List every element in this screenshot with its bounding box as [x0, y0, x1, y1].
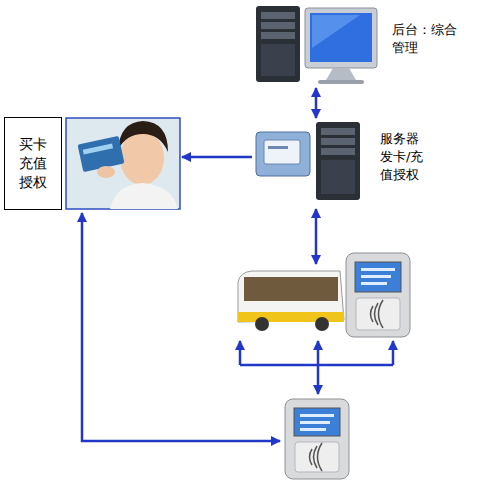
tower-panel	[261, 44, 295, 76]
monitor-stand	[326, 68, 356, 80]
monitor-base	[318, 80, 364, 84]
server-node: 服务器发卡/充 值授权	[252, 118, 467, 204]
card-area	[356, 298, 400, 330]
card-terminal	[346, 253, 410, 337]
text-box: 买卡 充值 授权	[4, 117, 62, 210]
double-arrow	[315, 209, 318, 264]
screen-glare	[312, 15, 360, 48]
screen-line	[361, 268, 395, 271]
contactless-symbol	[310, 443, 323, 471]
shirt	[110, 183, 178, 209]
card	[78, 136, 125, 172]
photo-background	[67, 119, 179, 208]
drive-bay	[321, 138, 355, 145]
hand	[97, 166, 115, 178]
terminal-screen	[355, 262, 401, 292]
monitor	[305, 8, 377, 84]
drive-bay	[321, 148, 355, 155]
arrow	[392, 341, 395, 365]
reader-card	[264, 140, 300, 164]
connector-arrow	[315, 88, 318, 118]
drive-bay	[261, 12, 295, 19]
wires	[82, 209, 393, 441]
contactless-symbol	[371, 300, 384, 328]
bus-wheel	[315, 317, 329, 331]
tower-body	[316, 122, 360, 200]
card-terminal	[285, 399, 349, 479]
screen-line	[361, 282, 387, 285]
connector-arrow	[182, 156, 252, 159]
return-arrow	[82, 213, 280, 441]
card-band	[83, 143, 113, 154]
drive-bay	[321, 128, 355, 135]
arrow	[317, 341, 320, 365]
node-label: 后台：综合 管理	[392, 21, 464, 57]
card-reader	[256, 132, 310, 176]
arrow	[239, 341, 242, 365]
monitor-screen	[310, 13, 372, 62]
screen-line	[300, 421, 330, 424]
drive-bay	[261, 22, 295, 29]
bus-line	[240, 364, 393, 367]
terminal-body	[285, 399, 349, 479]
photo-frame	[66, 118, 180, 209]
arrow	[317, 365, 320, 394]
node-label: 发卡/充 值授权	[380, 148, 438, 184]
card-area	[295, 442, 339, 472]
hair	[118, 121, 168, 152]
tower-panel	[321, 160, 355, 194]
node-label: 买卡 充值 授权	[18, 135, 48, 192]
monitor-frame	[305, 8, 377, 68]
card-stripe	[268, 146, 288, 149]
bus-windows	[244, 277, 338, 301]
node-title: 服务器	[380, 130, 440, 148]
terminal-screen	[294, 408, 340, 436]
bus-wheel	[255, 317, 269, 331]
screen-line	[361, 275, 391, 278]
bus-body	[238, 271, 344, 322]
bus	[238, 271, 344, 331]
photo	[66, 118, 180, 209]
reader-body	[256, 132, 310, 176]
server-tower	[316, 122, 360, 200]
computer-tower	[256, 6, 300, 82]
tower-body	[256, 6, 300, 82]
backend-node: 后台：综合 管理	[252, 2, 467, 88]
drive-bay	[261, 32, 295, 39]
screen-line	[300, 428, 326, 431]
terminal-body	[346, 253, 410, 337]
card-buy-node: 买卡 充值 授权	[4, 117, 182, 210]
bus-stripe	[238, 312, 344, 322]
screen-line	[300, 414, 334, 417]
